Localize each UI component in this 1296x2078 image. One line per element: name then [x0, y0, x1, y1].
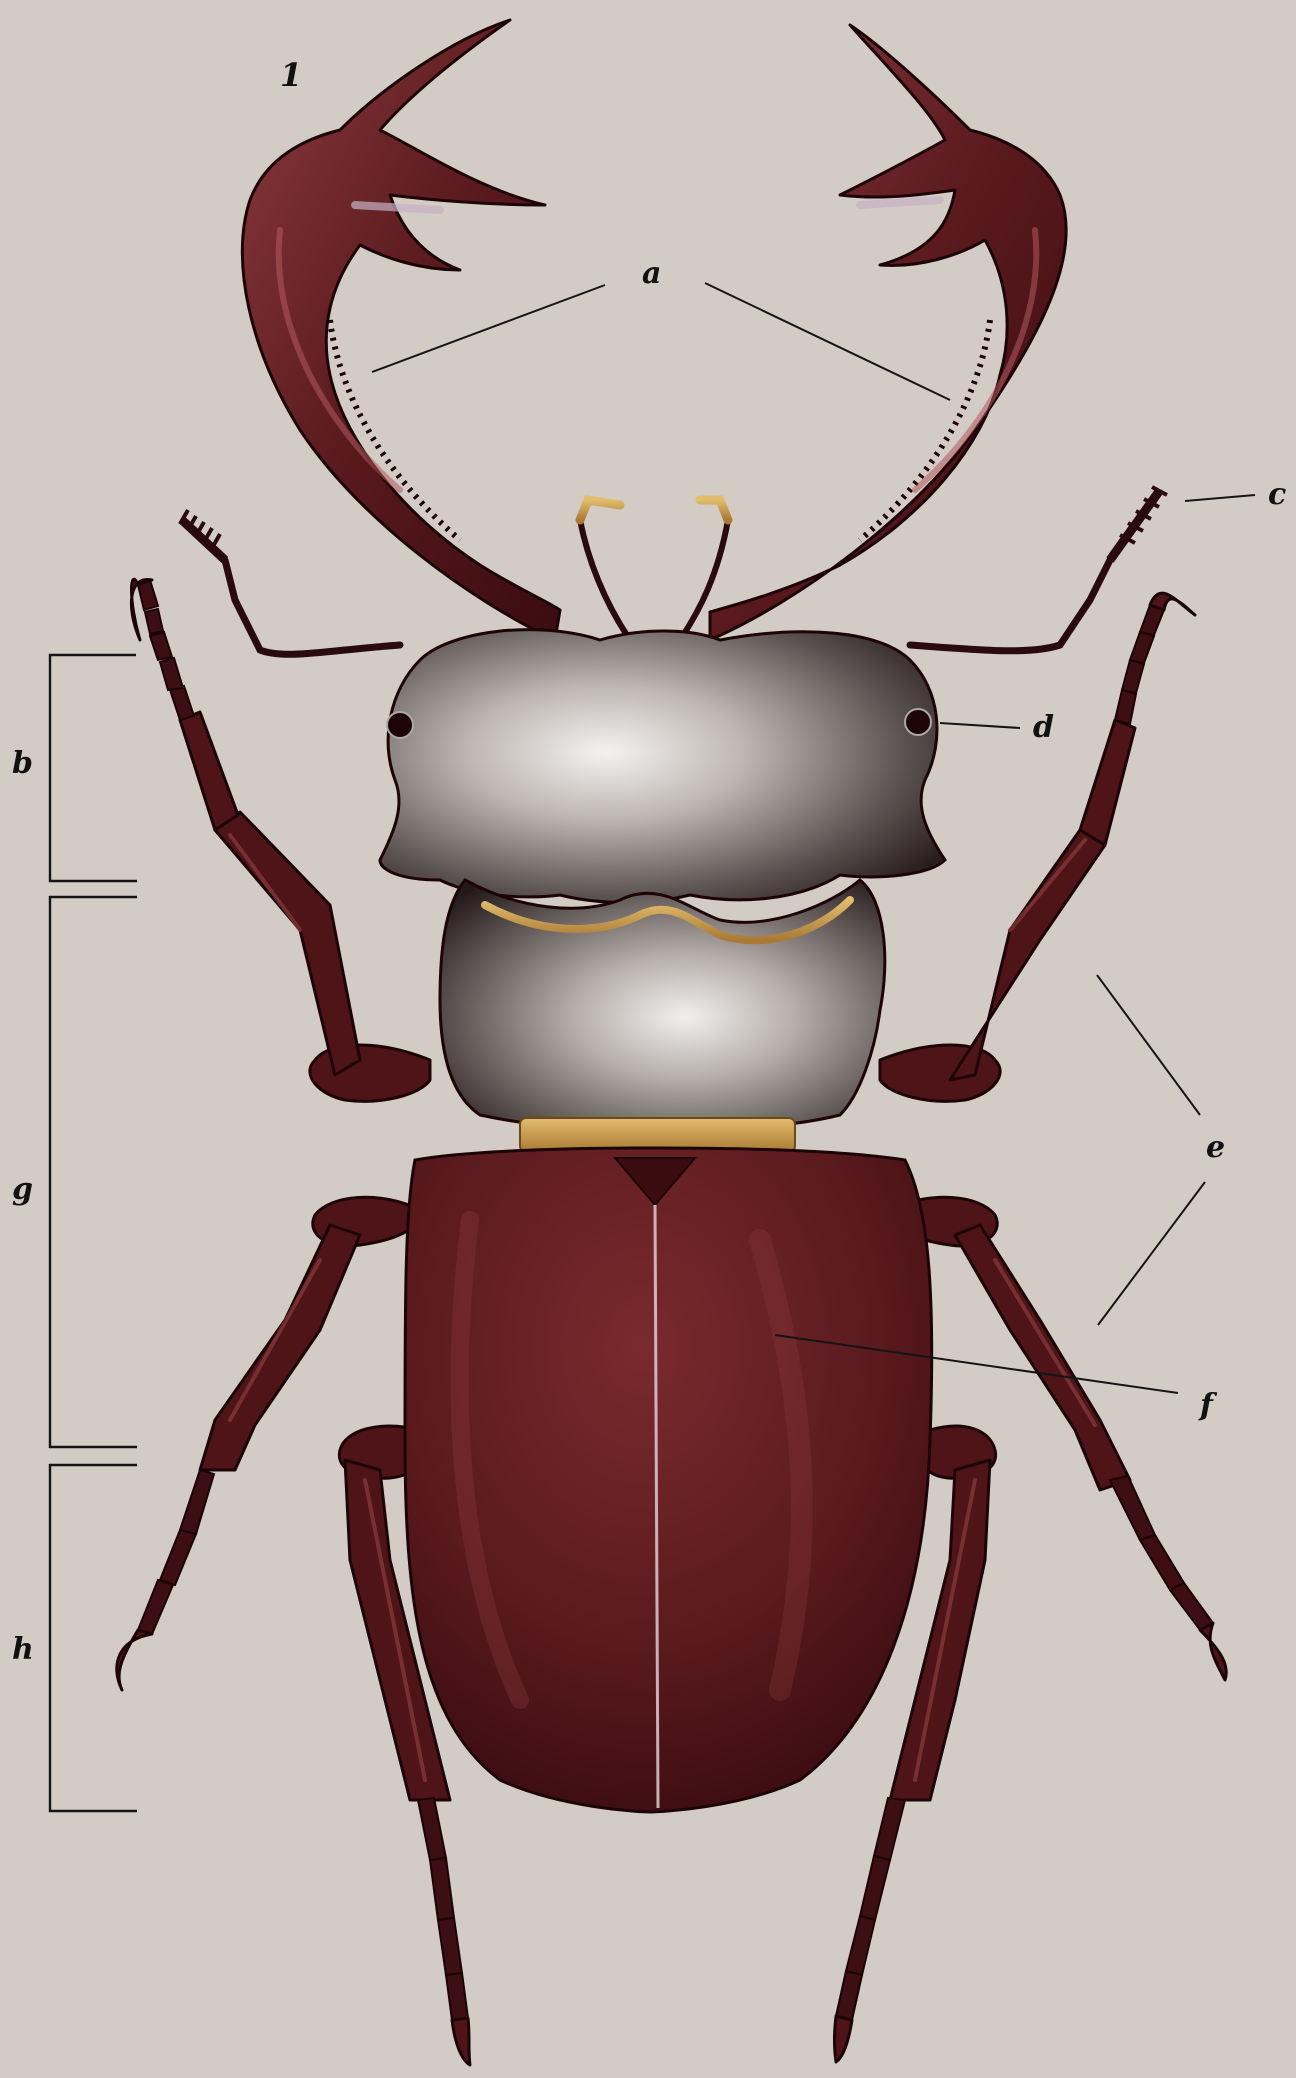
- leader-e-lower: [1098, 1182, 1205, 1325]
- figure-number: 1: [280, 56, 302, 94]
- bracket-b: [50, 655, 137, 881]
- elytra: [405, 1148, 932, 1812]
- bracket-h: [50, 1465, 137, 1811]
- pronotum: [440, 880, 885, 1129]
- label-f: f: [1198, 1388, 1218, 1423]
- label-c: c: [1268, 477, 1286, 512]
- leg-front-left: [131, 579, 430, 1101]
- mouthparts: [580, 500, 728, 640]
- leader-e-upper: [1097, 975, 1200, 1115]
- label-h: h: [12, 1632, 34, 1667]
- label-d: d: [1033, 710, 1054, 745]
- leader-a-right: [705, 283, 950, 400]
- bracket-g: [50, 897, 137, 1447]
- eye-left: [387, 712, 413, 738]
- antenna-club-left: [178, 510, 225, 560]
- leader-c: [1185, 495, 1255, 501]
- label-g: g: [12, 1172, 33, 1207]
- head: [380, 630, 945, 903]
- mandibles: [242, 20, 1066, 640]
- label-b: b: [12, 746, 33, 781]
- antenna-club-right: [1110, 487, 1167, 560]
- leader-a-left: [372, 285, 605, 372]
- eye-right: [905, 709, 931, 735]
- antennae: [178, 487, 1167, 654]
- mandible-right: [710, 25, 1066, 640]
- label-e: e: [1206, 1130, 1225, 1165]
- brackets: [50, 655, 137, 1811]
- label-a: a: [642, 256, 661, 291]
- leader-d: [940, 723, 1020, 728]
